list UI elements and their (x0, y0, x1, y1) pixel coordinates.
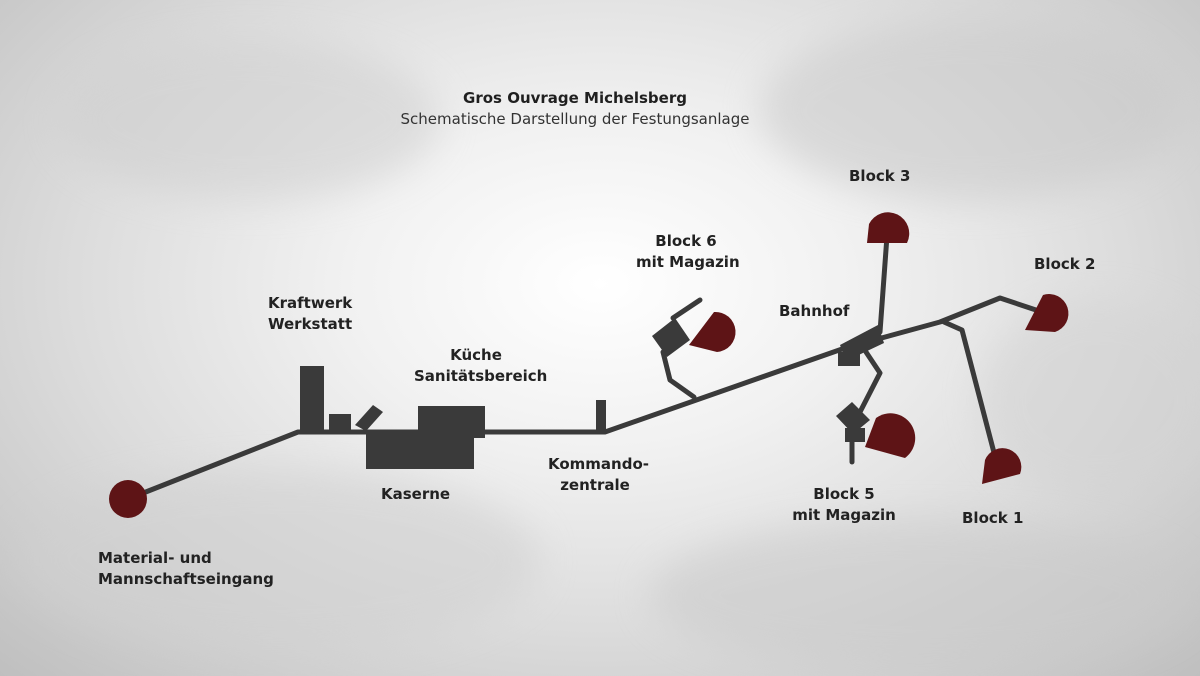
block6-cupola (689, 311, 736, 352)
block3-cupola (867, 212, 910, 243)
power-plant-building (300, 366, 324, 433)
label-block6: Block 6 mit Magazin (636, 232, 740, 271)
label-power-plant: Kraftwerk Werkstatt (268, 294, 353, 333)
branch-block5 (857, 349, 883, 415)
label-station: Bahnhof (779, 302, 850, 320)
branch-block6 (660, 349, 697, 400)
label-entrance: Material- und Mannschaftseingang (98, 549, 274, 588)
command-center-building (596, 400, 606, 434)
station-platform (838, 352, 860, 366)
diagram-heading: Gros Ouvrage Michelsberg Schematische Da… (401, 88, 750, 130)
label-kitchen: Küche Sanitätsbereich (414, 346, 548, 385)
label-block1: Block 1 (962, 509, 1024, 527)
label-block2: Block 2 (1034, 255, 1096, 273)
diagram-title: Gros Ouvrage Michelsberg (463, 89, 687, 107)
facilities (300, 318, 884, 469)
block1-cupola (982, 448, 1022, 484)
branch-block1 (941, 319, 1001, 471)
label-block3: Block 3 (849, 167, 911, 185)
ramp-building (355, 405, 383, 431)
block5-bunker-room (836, 402, 870, 434)
block6-bunker-room (652, 318, 690, 357)
kitchen-building (418, 406, 485, 438)
block6-connector (670, 297, 703, 321)
label-block5: Block 5 mit Magazin (792, 485, 896, 524)
entrance-block (109, 480, 147, 518)
label-barracks: Kaserne (381, 485, 451, 503)
workshop-building (329, 414, 351, 433)
block5-annex (845, 428, 865, 442)
branch-block3 (877, 233, 890, 335)
combat-blocks (109, 212, 1069, 518)
block2-cupola (1025, 294, 1069, 332)
label-command-center: Kommando- zentrale (548, 455, 649, 494)
block5-cupola (865, 413, 916, 458)
diagram-subtitle: Schematische Darstellung der Festungsanl… (400, 110, 750, 128)
